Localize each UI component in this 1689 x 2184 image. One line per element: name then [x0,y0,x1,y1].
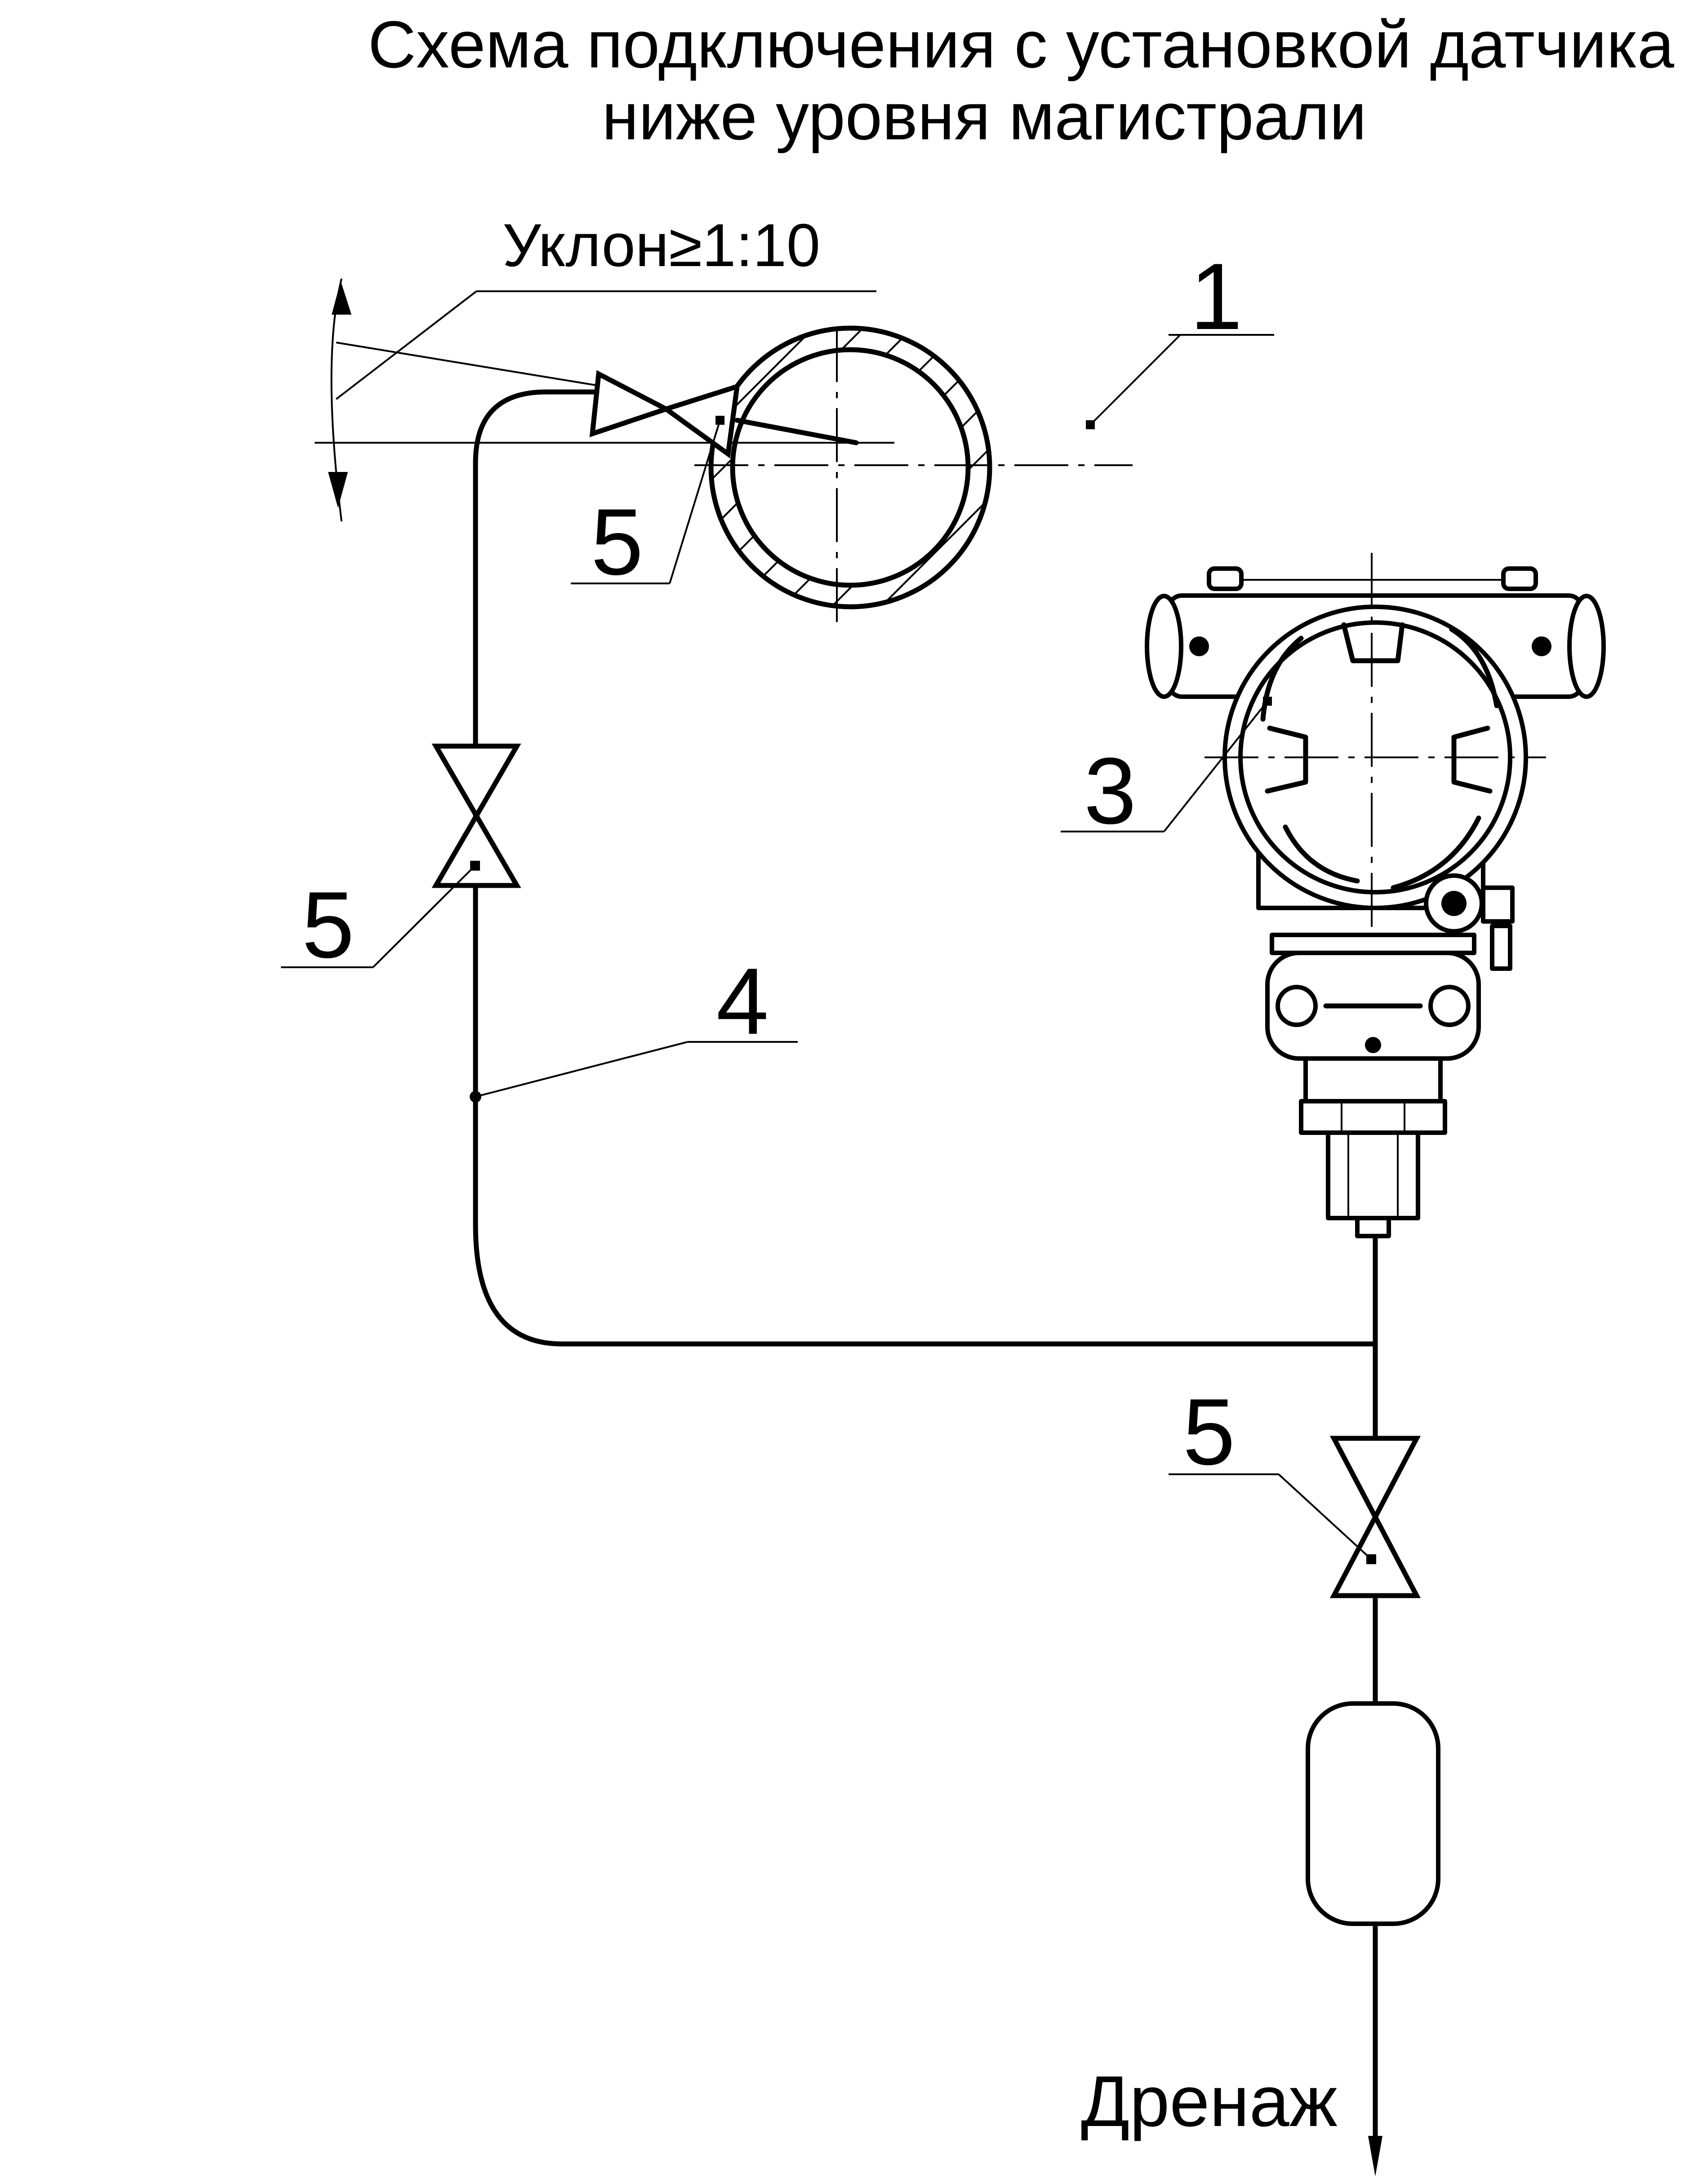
impulse-line: 4 [470,389,1382,2176]
callout-valve-drain: 5 [1183,1379,1236,1485]
diagram-title-line2: ниже уровня магистрали [602,80,1367,154]
condensate-vessel [1306,1701,1440,1926]
valve-top: 5 [571,370,740,595]
callout-pipe: 1 [1190,244,1243,349]
callout-valve-top: 5 [591,489,644,595]
slope-note: Уклон≥1:10 [502,211,820,279]
valve-left: 5 [281,743,521,978]
valve-drain: 5 [1169,1379,1421,1598]
pressure-sensor: 3 [1061,553,1606,1238]
diagram-title-line1: Схема подключения с установкой датчика [368,8,1675,82]
drain-label: Дренаж [1081,2061,1338,2141]
callout-impulse-line: 4 [716,948,769,1054]
slope-dimension: Уклон≥1:10 [315,211,894,522]
callout-sensor: 3 [1084,738,1137,844]
callout-valve-left: 5 [302,872,355,978]
